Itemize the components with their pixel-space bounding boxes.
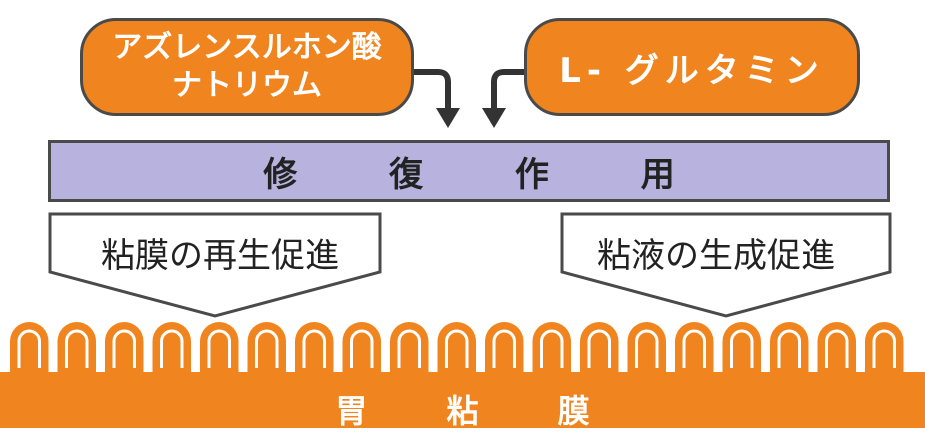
- villus-outline: [255, 329, 279, 368]
- ingredient-azulene-pill: アズレンスルホン酸 ナトリウム: [80, 18, 414, 116]
- mucus-production-label: 粘液の生成促進: [597, 236, 835, 276]
- villus-outline: [492, 329, 516, 368]
- villus-outline: [17, 329, 41, 368]
- villus-outline: [445, 329, 469, 368]
- ingredient-azulene-line1: アズレンスルホン酸: [112, 30, 382, 65]
- villus-outline: [682, 329, 706, 368]
- villus-outline: [350, 329, 374, 368]
- gastric-mucosa-text: 胃 粘 膜: [335, 392, 624, 430]
- villus-outline: [777, 329, 801, 368]
- villus-outline: [635, 329, 659, 368]
- gastric-mucosa-label: 胃 粘 膜: [0, 386, 925, 432]
- villus-outline: [112, 329, 136, 368]
- gastric-mucosa-shape: [0, 322, 925, 428]
- villus-outline: [65, 329, 89, 368]
- villus-outline: [825, 329, 849, 368]
- villus-outline: [587, 329, 611, 368]
- ingredient-azulene-line2: ナトリウム: [172, 68, 322, 103]
- repair-action-bar: 修 復 作 用: [48, 140, 890, 202]
- villus-outline: [397, 329, 421, 368]
- mucosa-body: [0, 322, 925, 428]
- right-arrow-head: [482, 108, 506, 128]
- villus-outline: [730, 329, 754, 368]
- villus-outline: [302, 329, 326, 368]
- right-arrow-icon: [491, 69, 524, 112]
- villus-outline: [540, 329, 564, 368]
- villus-outline: [160, 329, 184, 368]
- villus-outline: [207, 329, 231, 368]
- mucosa-regeneration-label: 粘膜の再生促進: [101, 236, 339, 276]
- left-arrow-head: [436, 108, 460, 128]
- villus-outline: [872, 329, 896, 368]
- repair-action-label: 修 復 作 用: [263, 154, 715, 195]
- ingredient-glutamine-label: L- グルタミン: [559, 50, 825, 91]
- left-chevron-shape: [48, 212, 382, 318]
- left-arrow-icon: [414, 69, 451, 112]
- right-chevron-shape: [560, 212, 892, 318]
- ingredient-glutamine-pill: L- グルタミン: [524, 18, 860, 116]
